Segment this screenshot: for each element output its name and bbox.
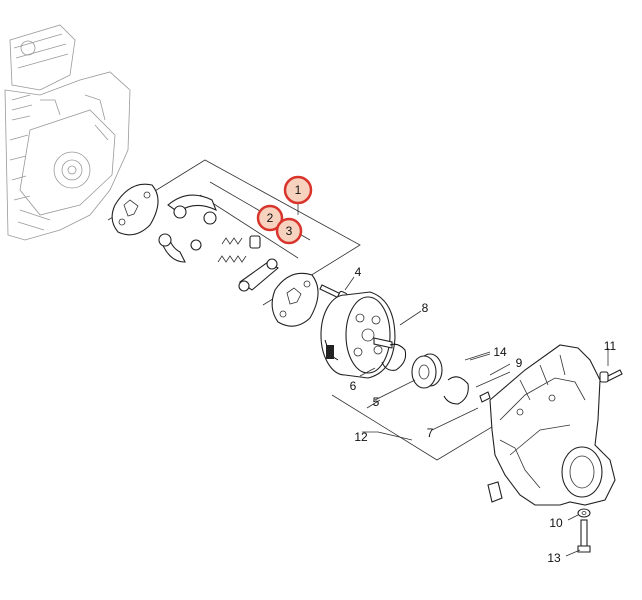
group-bracket-upper	[107, 159, 361, 306]
callout-1-label: 1	[295, 183, 302, 197]
callout-8[interactable]: 8	[422, 301, 429, 315]
callout-10[interactable]: 10	[549, 516, 563, 530]
clutch-shoes	[158, 194, 218, 263]
bearing-5	[411, 353, 443, 389]
callout-6[interactable]: 6	[350, 379, 357, 393]
callout-3-label: 3	[286, 224, 293, 238]
screw-part-13	[577, 519, 591, 553]
clutch-rear-plate	[271, 272, 319, 327]
engine-block-drawing	[4, 24, 131, 241]
callout-13[interactable]: 13	[547, 551, 561, 565]
callout-2-label: 2	[267, 211, 274, 225]
screw-part-11	[599, 369, 623, 383]
callout-11[interactable]: 11	[604, 339, 617, 353]
callout-12[interactable]: 12	[354, 430, 368, 444]
callout-9[interactable]: 9	[516, 356, 523, 370]
circlip	[443, 376, 491, 405]
callout-7[interactable]: 7	[427, 426, 434, 440]
clutch-drum	[320, 291, 396, 379]
gear-housing	[487, 344, 616, 506]
callout-3[interactable]: 3	[275, 217, 303, 245]
callout-14[interactable]: 14	[493, 345, 507, 359]
callout-1[interactable]: 1	[283, 175, 313, 205]
clutch-cover-plate	[111, 183, 159, 236]
callout-4[interactable]: 4	[355, 265, 362, 279]
washer-part-10	[577, 508, 591, 518]
callout-5[interactable]: 5	[373, 395, 380, 409]
retaining-ring-6	[381, 343, 407, 371]
callout-2[interactable]: 2	[256, 204, 284, 232]
clutch-springs	[217, 235, 279, 292]
